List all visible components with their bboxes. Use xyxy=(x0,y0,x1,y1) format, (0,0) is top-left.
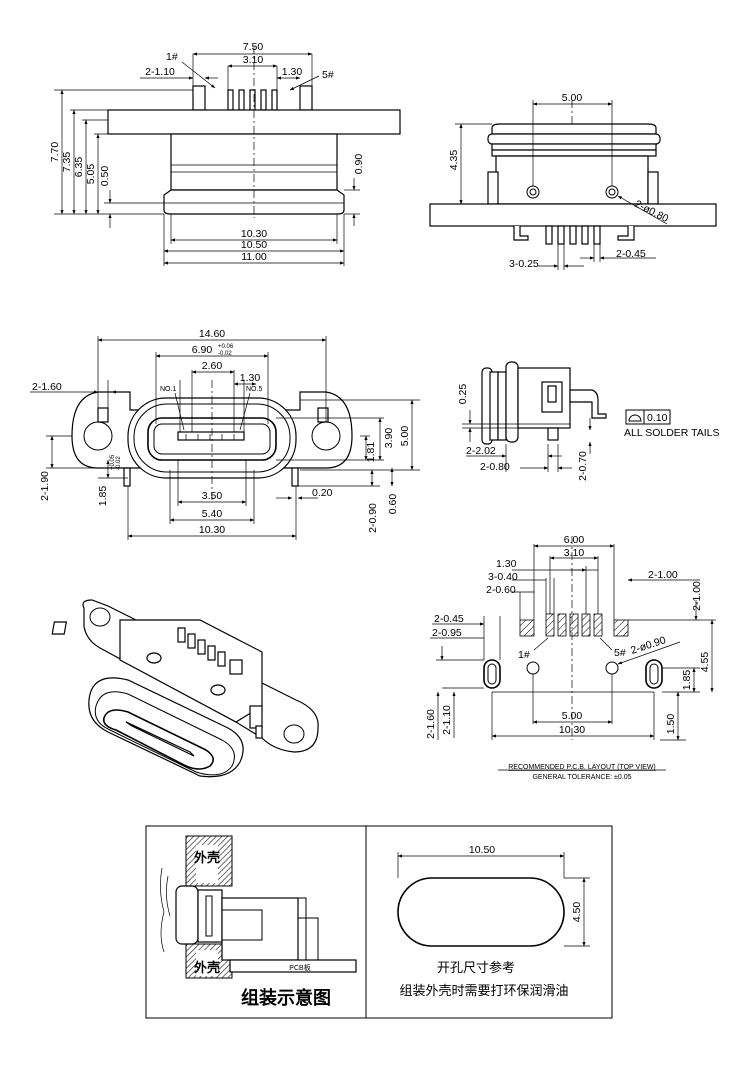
front-tongue xyxy=(177,431,245,441)
dim-7-70: 7.70 xyxy=(49,142,61,163)
dim-2-0-70: 2-0.70 xyxy=(577,451,589,481)
pcb-layout-caption: RECOMMENDED P.C.B. LAYOUT (TOP VIEW) xyxy=(508,764,656,771)
dim-7-50: 7.50 xyxy=(243,41,264,53)
slot-right xyxy=(645,659,663,689)
flatness-value: 0.10 xyxy=(647,412,668,424)
cutout-height: 4.50 xyxy=(571,902,583,923)
pad-shield-right xyxy=(613,619,629,637)
front-view: 14.60 6.90 +0.06 -0.02 2.60 1.30 NO.1 NO… xyxy=(30,328,420,540)
dim-2-1-60: 2-1.60 xyxy=(32,381,62,393)
dim-1-85-pcb: 1.85 xyxy=(681,670,693,691)
dim-7-35: 7.35 xyxy=(61,152,73,173)
assembly-box: 外壳 外壳 PCB板 组装示意图 10.50 4.50 开孔尺寸参考 xyxy=(145,825,613,1019)
dim-3-50: 3.50 xyxy=(202,490,223,502)
dim-2-1-10: 2-1.10 xyxy=(145,66,175,78)
top-view: 7.50 3.10 1.30 2-1.10 1# 5# 7.70 7.35 6.… xyxy=(49,41,401,266)
dim-3-90: 3.90 xyxy=(383,428,395,449)
assembly-title: 组装示意图 xyxy=(241,987,331,1009)
dim-1-85: 1.85 xyxy=(97,486,109,507)
dim-10-30-front: 10.30 xyxy=(199,524,225,536)
dim-10-50: 10.50 xyxy=(241,239,267,251)
shell-label-top: 外壳 xyxy=(193,850,220,866)
dim-5-00-pcb: 5.00 xyxy=(562,710,583,722)
side-view-mid-right: 0.25 0.10 ALL SOLDER TAILS 2-2.02 2-0.80… xyxy=(457,361,720,481)
iso-oval-ring xyxy=(88,677,244,778)
dim-4-55: 4.55 xyxy=(699,652,711,673)
pcb-label: PCB板 xyxy=(289,963,310,972)
dim-2-0-45-pcb: 2-0.45 xyxy=(434,613,464,625)
no1-label: NO.1 xyxy=(160,386,176,393)
dim-5-00-side: 5.00 xyxy=(562,92,583,104)
dim-5-00-front: 5.00 xyxy=(399,426,411,447)
dim-2-2-02: 2-2.02 xyxy=(466,445,496,457)
pcb-board xyxy=(429,203,717,227)
pcb-layout: 6.00 3.10 1.30 3-0.40 2-0.60 2-1.00 2-1.… xyxy=(425,534,716,781)
dim-10-30: 10.30 xyxy=(241,228,267,240)
pcb-pin5-label: 5# xyxy=(614,647,626,659)
top-view-pins xyxy=(192,85,313,111)
side-view-top-right: 5.00 4.35 2-ø0.80 3-0.25 2-0.45 xyxy=(429,92,717,270)
dim-2-0-95: 2-0.95 xyxy=(432,627,462,639)
slot-left xyxy=(483,659,501,689)
dim-2-1-90: 2-1.90 xyxy=(39,471,51,501)
dim-0-50: 0.50 xyxy=(99,166,111,187)
dim-2-1-60-pcb: 2-1.60 xyxy=(425,709,437,739)
dim-0-90: 0.90 xyxy=(353,154,365,175)
solder-tail-note: ALL SOLDER TAILS xyxy=(624,427,720,439)
cutout-outline xyxy=(397,877,565,947)
dim-2-0-90: 2-0.90 xyxy=(367,503,379,533)
pcb-pin1-label: 1# xyxy=(518,649,530,661)
dim-1-30-front: 1.30 xyxy=(240,372,261,384)
no5-label: NO.5 xyxy=(246,386,262,393)
dim-1-50: 1.50 xyxy=(665,714,677,735)
pad-shield-left xyxy=(519,619,535,637)
dim-1-30: 1.30 xyxy=(282,66,303,78)
assembly-cutout: 10.50 4.50 开孔尺寸参考 组装外壳时需要打环保润滑油 xyxy=(397,844,590,999)
cutout-width: 10.50 xyxy=(469,844,495,856)
shell-label-bottom: 外壳 xyxy=(193,960,220,976)
dim-0-60: 0.60 xyxy=(387,494,399,515)
dim-0-25: 0.25 xyxy=(457,384,469,405)
dim-0-20: 0.20 xyxy=(312,487,333,499)
dim-3-0-40: 3-0.40 xyxy=(488,571,518,583)
dim-5-40: 5.40 xyxy=(202,508,223,520)
dim-2-0-60: 2-0.60 xyxy=(486,584,516,596)
svg-text:+0.06: +0.06 xyxy=(218,344,234,350)
pcb-section xyxy=(229,959,357,973)
dim-1-81: 1.81 xyxy=(365,442,377,463)
pin1-label: 1# xyxy=(166,51,178,63)
dim-2-1-10-pcb: 2-1.10 xyxy=(441,705,453,735)
dim-2-0-80: 2-0.80 xyxy=(480,461,510,473)
dim-3-0-25: 3-0.25 xyxy=(509,258,539,270)
dim-3-10-pcb: 3.10 xyxy=(564,547,585,559)
dim-3-10: 3.10 xyxy=(243,54,264,66)
dim-14-60: 14.60 xyxy=(199,328,225,340)
dim-10-30-pcb: 10.30 xyxy=(559,724,585,736)
dim-11-00: 11.00 xyxy=(241,251,267,263)
assembly-note: 组装外壳时需要打环保润滑油 xyxy=(399,984,568,999)
dim-6-35: 6.35 xyxy=(73,157,85,178)
dim-2-0-45-side: 2-0.45 xyxy=(616,248,646,260)
dim-6-00: 6.00 xyxy=(564,534,585,546)
dim-2-60: 2.60 xyxy=(202,360,223,372)
dim-4-35: 4.35 xyxy=(448,150,460,171)
svg-text:-0.02: -0.02 xyxy=(218,351,232,357)
dim-2-1-00-v: 2-1.00 xyxy=(691,581,703,611)
cutout-note: 开孔尺寸参考 xyxy=(437,960,515,976)
dim-5-05: 5.05 xyxy=(85,164,97,185)
pin5-label: 5# xyxy=(322,69,334,81)
general-tolerance: GENERAL TOLERANCE: ±0.05 xyxy=(532,774,631,781)
dim-2-1-00-h: 2-1.00 xyxy=(648,569,678,581)
svg-text:+0.05: +0.05 xyxy=(110,454,116,470)
dim-1-30-pcb: 1.30 xyxy=(496,558,517,570)
isometric-view xyxy=(51,599,319,778)
svg-text:-0.02: -0.02 xyxy=(116,456,122,470)
dim-6-90: 6.90 xyxy=(192,344,213,356)
assembly-section: 外壳 外壳 PCB板 组装示意图 xyxy=(160,835,357,1009)
